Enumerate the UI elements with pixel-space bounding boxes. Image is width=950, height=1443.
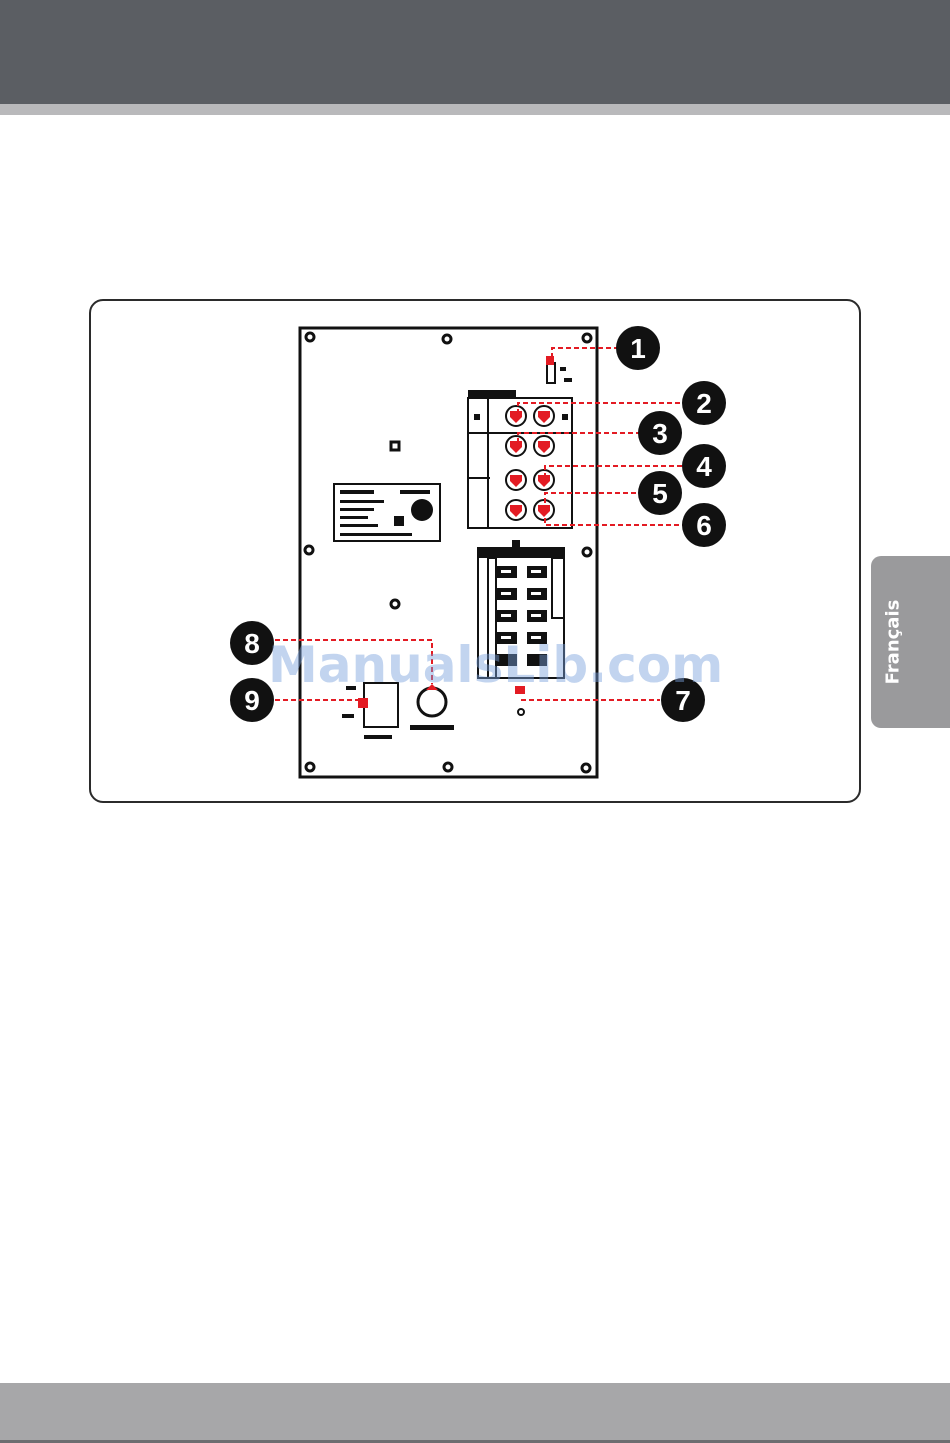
- callout-number-5: 5: [652, 478, 668, 509]
- callout-number-6: 6: [696, 510, 712, 541]
- spec-label: [334, 484, 440, 541]
- speaker-terminals: [468, 390, 572, 528]
- callout-number-4: 4: [696, 451, 712, 482]
- callout-number-2: 2: [696, 388, 712, 419]
- watermark: ManualsLib.com: [268, 636, 698, 694]
- callout-number-9: 9: [244, 685, 260, 716]
- callout-number-3: 3: [652, 418, 668, 449]
- language-tab-label: Français: [883, 600, 904, 685]
- callout-number-1: 1: [630, 333, 646, 364]
- footer-bar: [0, 1383, 950, 1443]
- callout-number-8: 8: [244, 628, 260, 659]
